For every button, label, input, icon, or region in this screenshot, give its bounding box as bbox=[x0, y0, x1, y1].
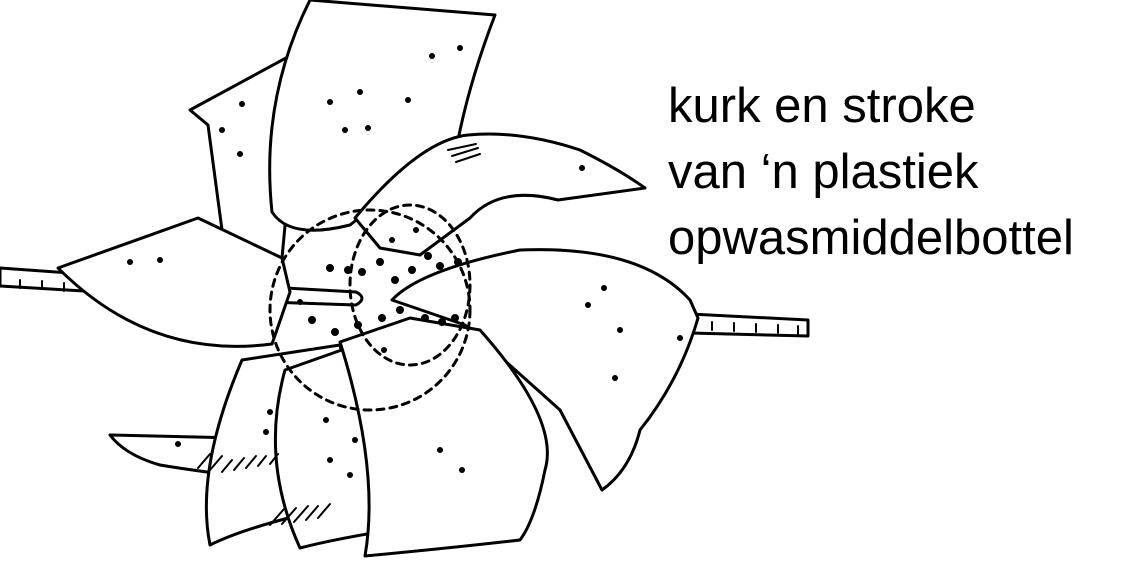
caption-line-3: opwasmiddelbottel bbox=[668, 214, 1074, 263]
axle-stick-right bbox=[690, 314, 808, 336]
caption-line-2: van ‘n plastiek bbox=[668, 148, 979, 197]
caption-line-1: kurk en stroke bbox=[668, 82, 976, 131]
